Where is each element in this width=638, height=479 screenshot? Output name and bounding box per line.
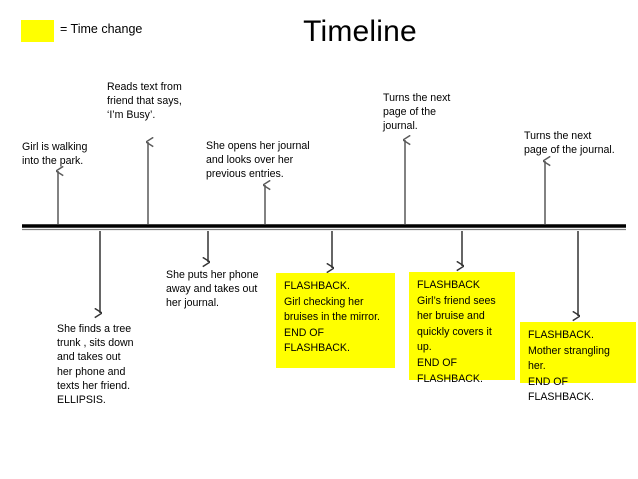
- legend-color-swatch: [21, 20, 54, 42]
- event-label-puts-phone-away: She puts her phone away and takes out he…: [166, 269, 259, 310]
- flashback-box-friend-sees-bruise: FLASHBACK Girl’s friend sees her bruise …: [409, 272, 515, 385]
- event-label-reads-text: Reads text from friend that says, ‘I’m B…: [107, 81, 182, 122]
- event-label-opens-journal: She opens her journal and looks over her…: [206, 140, 310, 181]
- event-label-girl-walking: Girl is walking into the park.: [22, 141, 88, 168]
- event-label-turns-page-2: Turns the next page of the journal.: [524, 130, 615, 157]
- page-title: Timeline: [303, 15, 417, 48]
- flashback-box-mother-strangling: FLASHBACK. Mother strangling her. END OF…: [520, 322, 636, 403]
- timeline-axis-line: [22, 224, 626, 231]
- event-label-finds-tree-trunk: She finds a tree trunk , sits down and t…: [57, 323, 134, 407]
- event-label-turns-page-1: Turns the next page of the journal.: [383, 92, 451, 133]
- legend-label: = Time change: [60, 22, 143, 36]
- flashback-box-mirror: FLASHBACK. Girl checking her bruises in …: [276, 273, 395, 368]
